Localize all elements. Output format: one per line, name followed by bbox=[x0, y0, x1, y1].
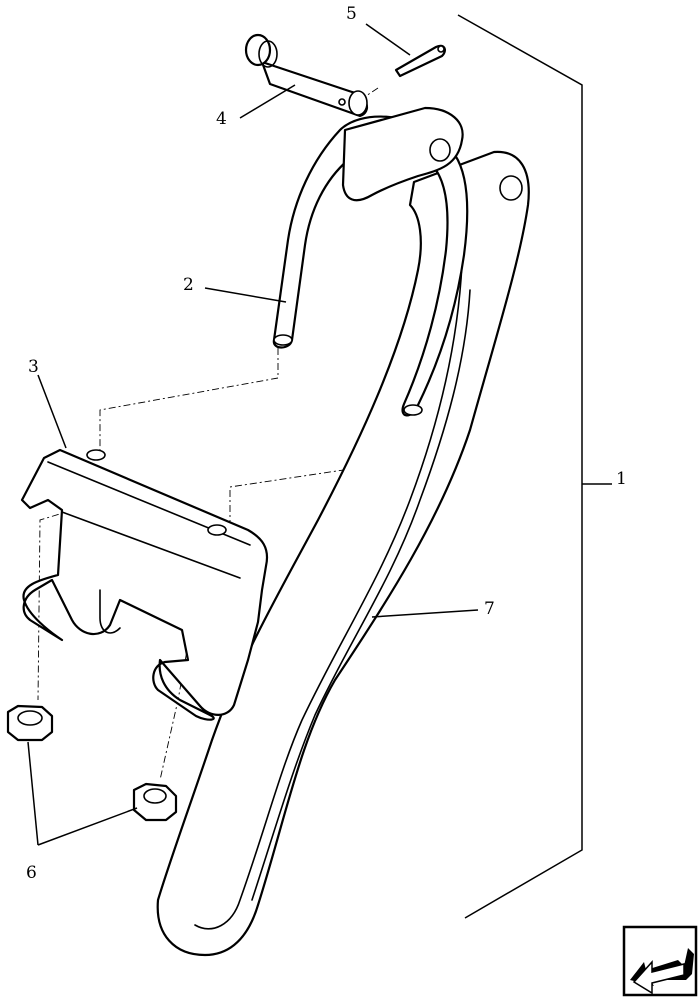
callout-5: 5 bbox=[346, 4, 357, 24]
u-pin-2 bbox=[272, 115, 469, 417]
callout-1: 1 bbox=[616, 469, 627, 489]
upper-plate bbox=[341, 106, 464, 202]
leader-lines bbox=[27, 23, 479, 846]
callout-2: 2 bbox=[183, 275, 194, 295]
callout-6: 6 bbox=[26, 863, 37, 883]
cotter-pin-5 bbox=[394, 44, 446, 78]
assembly-bracket-1 bbox=[457, 14, 612, 919]
callout-3: 3 bbox=[28, 357, 39, 377]
previous-page-arrow-icon[interactable] bbox=[622, 925, 698, 997]
callout-4: 4 bbox=[216, 109, 227, 129]
callout-7: 7 bbox=[484, 599, 495, 619]
hex-nut-6-lower bbox=[132, 782, 178, 822]
holder-bracket-3 bbox=[20, 448, 269, 721]
pin-4 bbox=[244, 33, 369, 118]
hex-nut-6-upper bbox=[6, 704, 54, 742]
